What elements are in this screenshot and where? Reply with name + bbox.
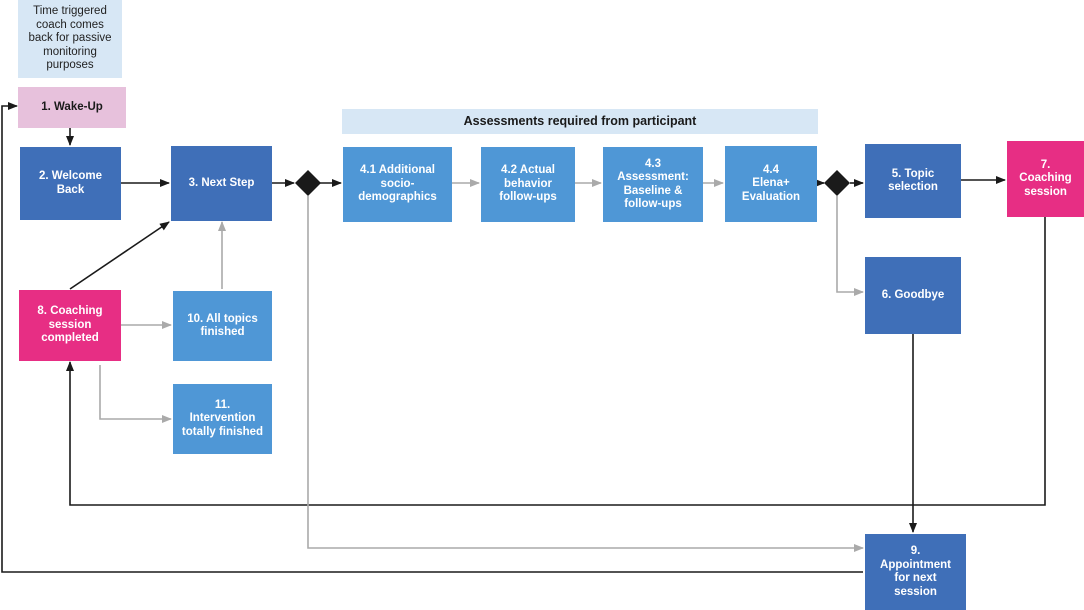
coaching-completed-node: 8. Coaching session completed [19,290,121,361]
welcome-back-node: 2. Welcome Back [20,147,121,220]
arrow-appointment-to-wakeup [1,102,863,573]
arrow-coaching-to-completed [66,217,1046,506]
decision-diamond-right [824,170,850,196]
passive-monitoring-note: Time triggered coach comes back for pass… [18,0,122,78]
appointment-node: 9. Appointment for next session [865,534,966,610]
arrow-decision-to-goodbye [836,196,864,296]
coaching-session-node: 7. Coaching session [1007,141,1084,217]
behavior-followups-node: 4.2 Actual behavior follow-ups [481,147,575,222]
next-step-node: 3. Next Step [171,146,272,221]
goodbye-node: 6. Goodbye [865,257,961,334]
assessments-banner: Assessments required from participant [342,109,818,134]
arrow-completed-to-nextstep [69,221,170,290]
wake-up-node: 1. Wake-Up [18,87,126,128]
topic-selection-node: 5. Topic selection [865,144,961,218]
arrow-completed-to-intervention [99,365,172,423]
intervention-finished-node: 11. Intervention totally finished [173,384,272,454]
all-topics-finished-node: 10. All topics finished [173,291,272,361]
decision-diamond-left [295,170,321,196]
arrow-decision-to-appointment [307,196,864,552]
assessment-baseline-node: 4.3 Assessment: Baseline & follow-ups [603,147,703,222]
elena-evaluation-node: 4.4 Elena+ Evaluation [725,146,817,222]
sociodemographics-node: 4.1 Additional socio- demographics [343,147,452,222]
